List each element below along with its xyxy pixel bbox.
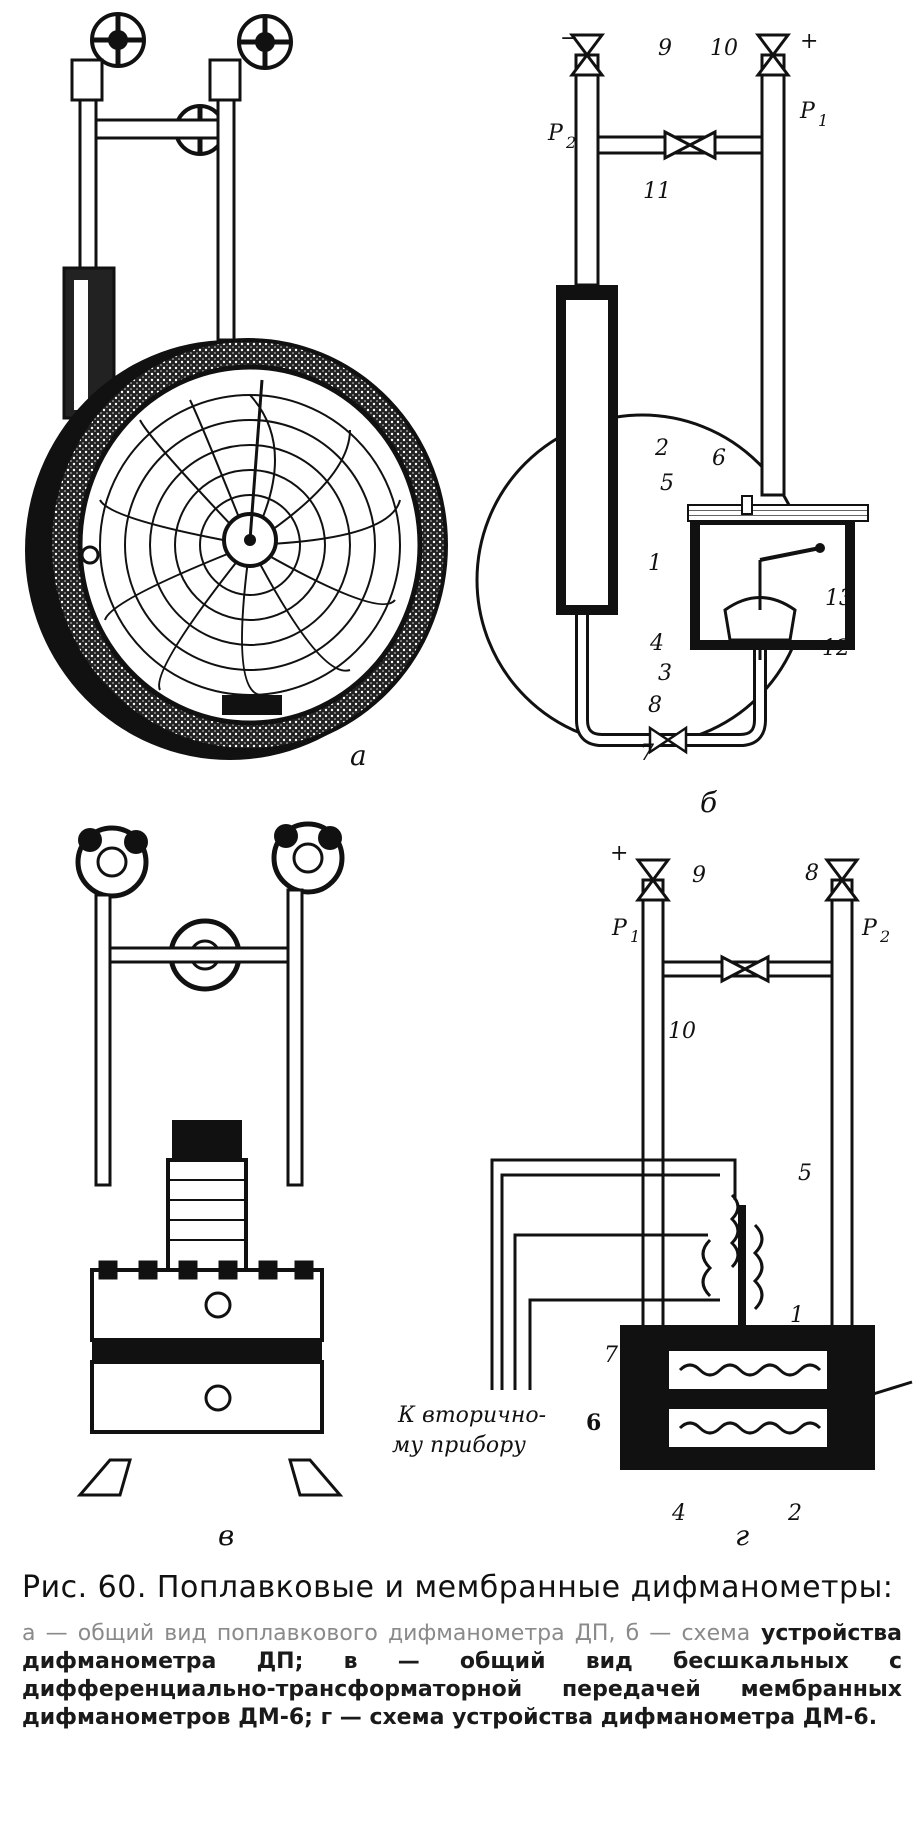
secondary-device-label-1: К вторично- (397, 1403, 546, 1428)
svg-text:P: P (611, 916, 628, 941)
panel-letter-b: б (700, 786, 718, 819)
svg-text:1: 1 (648, 551, 662, 576)
valve-knob-left-c (75, 825, 149, 899)
panel-b-float-manometer-scheme: − + P 2 P 1 9 10 11 2 6 5 1 13 4 12 3 8 … (475, 26, 869, 819)
svg-text:9: 9 (658, 36, 672, 61)
valve-knob-left (90, 12, 146, 68)
svg-text:P: P (861, 916, 878, 941)
svg-text:+: + (610, 841, 628, 866)
figure-illustrations: а − + P 2 P 1 9 1 (25, 12, 913, 1552)
caption-body-text: устройства дифманометра ДП; в — общий ви… (22, 1621, 902, 1730)
svg-text:7: 7 (640, 741, 654, 766)
svg-text:−: − (560, 26, 578, 51)
svg-text:P: P (547, 121, 564, 146)
svg-text:+: + (800, 29, 818, 54)
svg-text:5: 5 (798, 1161, 812, 1186)
svg-text:1: 1 (818, 111, 828, 130)
panel-d-diaphragm-manometer-scheme: + 9 8 P 1 P 2 10 5 1 7 6 4 2 К вторично-… (392, 841, 913, 1552)
caption-title: Рис. 60. Поплавковые и мембранные дифман… (22, 1570, 894, 1605)
svg-text:6: 6 (712, 446, 726, 471)
panel-a-float-manometer-view: а (25, 12, 448, 772)
figure-caption: Рис. 60. Поплавковые и мембранные дифман… (22, 1568, 902, 1732)
svg-text:13: 13 (825, 586, 853, 611)
panel-letter-c: в (218, 1519, 234, 1552)
caption-body-faded: а — общий вид поплавкового дифманометра … (22, 1621, 751, 1646)
svg-text:2: 2 (654, 436, 669, 461)
panel-letter-a: а (350, 739, 367, 772)
svg-text:11: 11 (643, 179, 671, 204)
svg-text:5: 5 (660, 471, 674, 496)
svg-text:2: 2 (787, 1501, 802, 1526)
valve-knob-right-c (271, 821, 345, 895)
panel-c-diaphragm-manometer-view: в (75, 821, 345, 1552)
svg-text:10: 10 (668, 1019, 696, 1044)
svg-text:6: 6 (586, 1410, 601, 1436)
panel-letter-d: г (735, 1519, 749, 1552)
svg-text:2: 2 (565, 133, 576, 152)
svg-text:1: 1 (630, 927, 640, 946)
svg-text:1: 1 (790, 1303, 804, 1328)
valve-knob-right (237, 14, 293, 70)
svg-text:3: 3 (658, 661, 672, 686)
svg-text:10: 10 (710, 36, 738, 61)
svg-text:8: 8 (805, 861, 819, 886)
caption-body: а — общий вид поплавкового дифманометра … (22, 1620, 902, 1732)
svg-text:8: 8 (648, 693, 662, 718)
svg-text:7: 7 (604, 1343, 618, 1368)
svg-text:P: P (799, 99, 816, 124)
svg-text:2: 2 (879, 927, 890, 946)
secondary-device-label-2: му прибору (392, 1433, 526, 1458)
svg-text:4: 4 (671, 1501, 686, 1526)
svg-text:9: 9 (692, 863, 706, 888)
svg-text:4: 4 (649, 631, 664, 656)
svg-text:12: 12 (822, 636, 850, 661)
